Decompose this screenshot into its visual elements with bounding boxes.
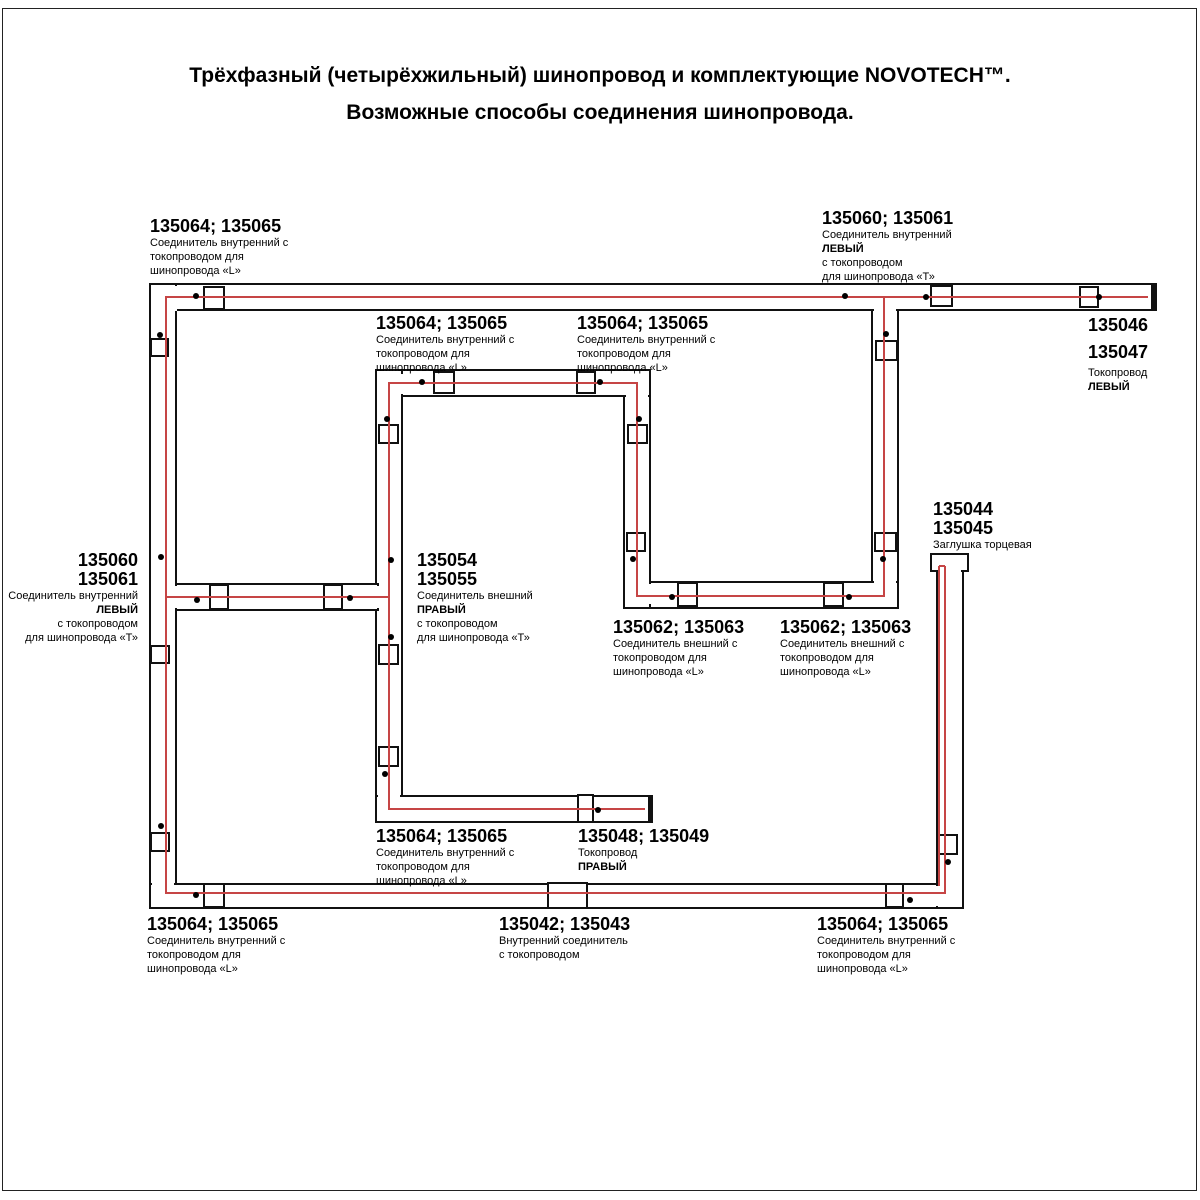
part-code: 135064; 135065	[147, 914, 279, 934]
label-center-t-connector: 135054 135055 Соединитель внешний ПРАВЫЙ…	[417, 550, 533, 645]
part-code: 135060; 135061	[822, 208, 954, 228]
part-code: 135055	[417, 569, 478, 589]
connector	[875, 340, 898, 361]
connector	[150, 645, 170, 664]
label-inner-top-left: 135064; 135065 Соединитель внутренний с …	[376, 313, 515, 374]
part-code: 135064; 135065	[817, 914, 949, 934]
connector	[936, 834, 958, 855]
label-feed-right: 135048; 135049 Токопровод ПРАВЫЙ	[578, 826, 710, 873]
diagram-title-line2: Возможные способы соединения шинопровода…	[346, 101, 854, 124]
label-outer-corner-right: 135062; 135063 Соединитель внешний с ток…	[780, 617, 912, 678]
part-code: 135061	[77, 569, 138, 589]
label-feed-left: 135046 135047 Токопровод ЛЕВЫЙ	[1088, 312, 1148, 394]
part-code: 135064; 135065	[577, 313, 709, 333]
part-code: 135064; 135065	[150, 216, 282, 236]
connector	[823, 582, 844, 607]
diagram-title-line1: Трёхфазный (четырёхжильный) шинопровод и…	[189, 64, 1011, 87]
connector	[203, 883, 225, 908]
label-end-cap: 135044 135045 Заглушка торцевая	[933, 499, 1032, 552]
label-inner-top-right: 135064; 135065 Соединитель внутренний с …	[577, 313, 716, 374]
track-right-run	[936, 569, 964, 909]
part-code: 135048; 135049	[578, 826, 710, 846]
label-top-t-connector: 135060; 135061 Соединитель внутренний ЛЕ…	[822, 208, 954, 283]
label-outer-corner-left: 135062; 135063 Соединитель внешний с ток…	[613, 617, 745, 678]
connector	[874, 532, 897, 552]
connector	[150, 338, 169, 357]
label-top-left: 135064; 135065 Соединитель внутренний с …	[150, 216, 289, 277]
label-left-t-connector: 135060 135061 Соединитель внутренний ЛЕВ…	[0, 551, 138, 645]
part-code: 135046	[1088, 315, 1149, 335]
part-code: 135042; 135043	[499, 914, 631, 934]
part-code: 135045	[933, 518, 994, 538]
conductor-outer-loop	[165, 296, 1148, 894]
connector-internal-feed	[547, 882, 588, 909]
part-code: 135060	[77, 550, 138, 570]
connector	[150, 832, 170, 852]
part-code: 135044	[933, 499, 994, 519]
part-code: 135064; 135065	[376, 826, 508, 846]
label-bottom-elbow: 135064; 135065 Соединитель внутренний с …	[376, 826, 515, 887]
label-bottom-right: 135064; 135065 Соединитель внутренний с …	[817, 914, 956, 975]
joint-dots	[157, 293, 1102, 903]
connector	[885, 883, 904, 908]
track-end-bar-top-right	[1151, 284, 1156, 310]
track-end-bar-center	[648, 796, 652, 822]
part-code: 135054	[417, 550, 478, 570]
page-border	[2, 8, 1197, 1191]
conductor-lines	[165, 296, 1148, 894]
part-code: 135047	[1088, 342, 1149, 362]
part-code: 135062; 135063	[780, 617, 912, 637]
label-bottom-center: 135042; 135043 Внутренний соединитель с …	[499, 914, 631, 961]
part-code: 135064; 135065	[376, 313, 508, 333]
conductor-inner-s	[388, 297, 885, 810]
part-code: 135062; 135063	[613, 617, 745, 637]
diagram-title: Трёхфазный (четырёхжильный) шинопровод и…	[0, 57, 1200, 131]
connector	[677, 582, 698, 607]
label-bottom-left: 135064; 135065 Соединитель внутренний с …	[147, 914, 286, 975]
